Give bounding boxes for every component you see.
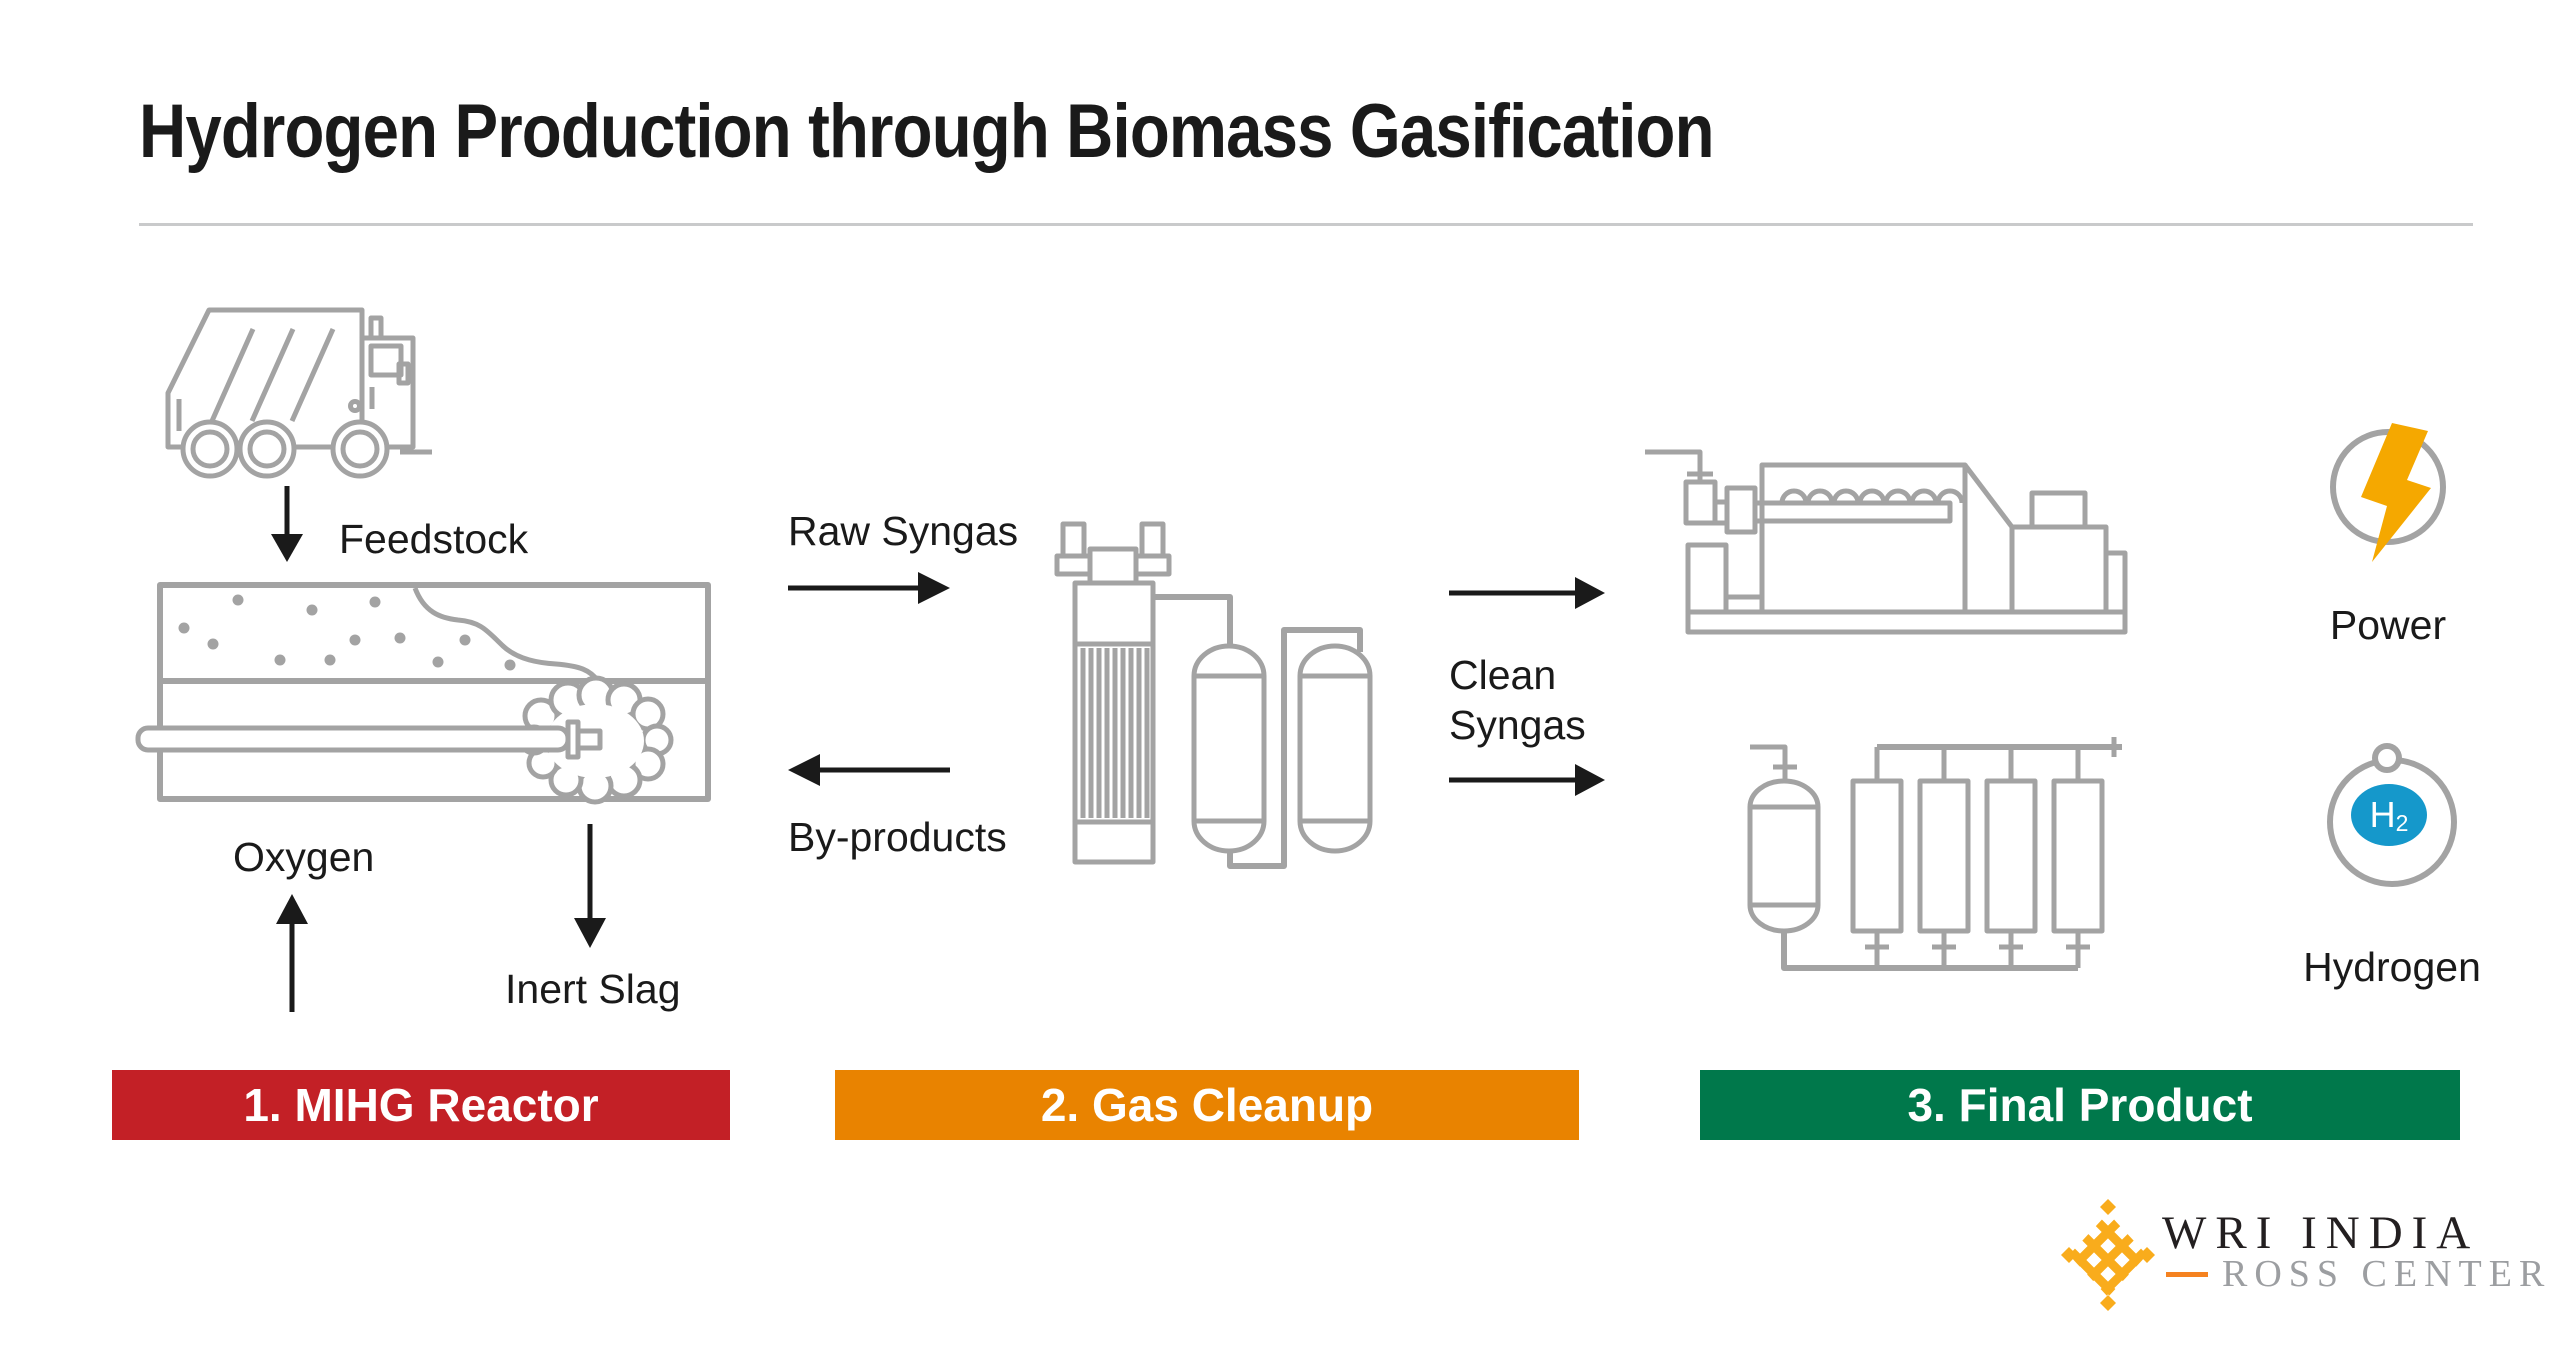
garbage-truck-icon [165, 307, 432, 479]
title-divider [139, 223, 2473, 226]
lightning-bolt-icon [2361, 423, 2431, 562]
ross-center-dash [2166, 1272, 2208, 1277]
by-products-label: By-products [788, 814, 1007, 860]
inert-slag-label: Inert Slag [505, 966, 681, 1012]
clean-syngas-arrow-top [1449, 577, 1605, 609]
clean-syngas-label: Clean Syngas [1449, 652, 1586, 749]
wri-logo-pattern [2061, 1199, 2155, 1311]
hydrogen-atom-icon [2327, 743, 2457, 887]
oxygen-arrow [276, 894, 308, 1012]
inert-slag-arrow [574, 824, 606, 948]
gasifier-reactor-icon [135, 582, 711, 805]
psa-unit-icon [1747, 737, 2122, 971]
hydrogen-label: Hydrogen [2303, 944, 2481, 990]
stage-banner-gas-cleanup: 2. Gas Cleanup [835, 1070, 1579, 1140]
h2-symbol-main: H [2369, 794, 2396, 835]
wri-india-wordmark: WRI INDIA [2162, 1207, 2480, 1259]
power-circle [2330, 429, 2446, 545]
raw-syngas-arrow [788, 572, 950, 604]
stage-banner-mihg-reactor: 1. MIHG Reactor [112, 1070, 730, 1140]
gas-cleanup-columns-icon [1054, 521, 1373, 869]
clean-syngas-arrow-bottom [1449, 764, 1605, 796]
stage-banner-final-product: 3. Final Product [1700, 1070, 2460, 1140]
oxygen-label: Oxygen [233, 834, 375, 880]
power-label: Power [2329, 602, 2447, 648]
feedstock-label: Feedstock [339, 516, 529, 562]
ross-center-wordmark: ROSS CENTER [2222, 1253, 2552, 1295]
feedstock-particles [178, 594, 516, 671]
h2-symbol-sub: 2 [2395, 809, 2409, 836]
oxygen-lance [135, 719, 603, 760]
by-products-arrow [788, 754, 950, 786]
feedstock-arrow [271, 486, 303, 562]
gas-engine-generator-icon [1645, 449, 2128, 635]
raw-syngas-label: Raw Syngas [788, 508, 1019, 554]
page-title: Hydrogen Production through Biomass Gasi… [139, 89, 1715, 174]
